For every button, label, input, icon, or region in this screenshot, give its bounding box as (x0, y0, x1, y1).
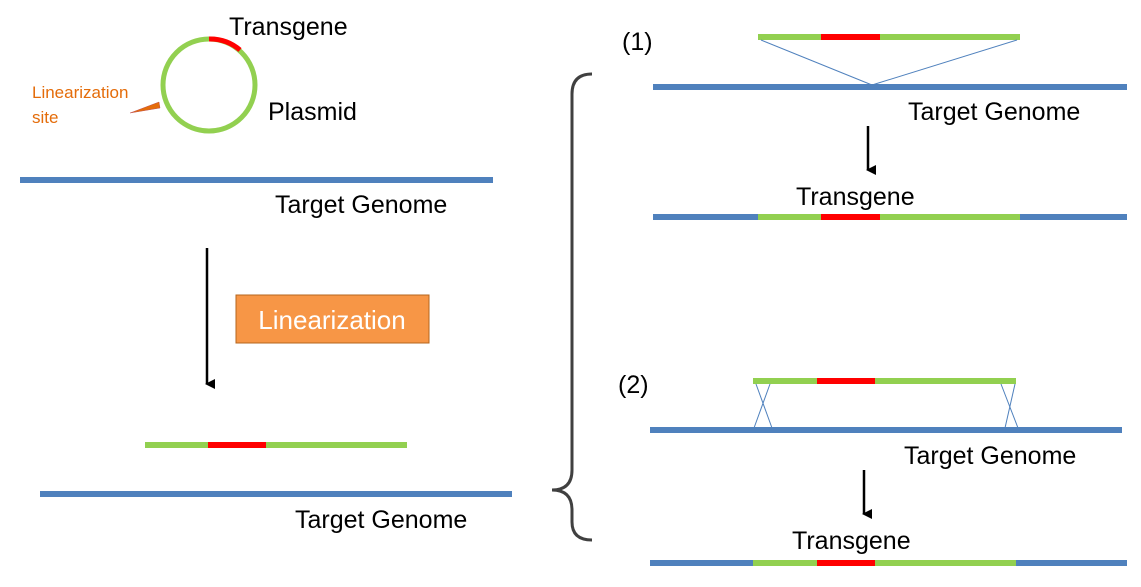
pathway-1-target-genome-label: Target Genome (908, 98, 1080, 126)
linearization-site-wedge (129, 101, 161, 114)
pathway-2-crossover-lines (753, 383, 1019, 429)
linearization-site-label-line1: Linearization (32, 83, 128, 102)
linearization-step-box: Linearization (235, 294, 430, 344)
plasmid (160, 36, 258, 134)
linearization-site-label-line2: site (32, 108, 58, 127)
pathway-1-insertion-lines (760, 39, 1018, 86)
pathway-brace (551, 72, 593, 542)
pathway-2-transgene-label: Transgene (792, 527, 911, 555)
target-genome-label-bottom-left: Target Genome (295, 506, 467, 534)
pathway-2-label: (2) (618, 371, 649, 399)
linearization-step-label: Linearization (258, 305, 405, 335)
pathway-1-transgene-label: Transgene (796, 183, 915, 211)
pathway-2-target-genome-label: Target Genome (904, 442, 1076, 470)
target-genome-label-top-left: Target Genome (275, 191, 447, 219)
plasmid-backbone (160, 36, 258, 134)
plasmid-label: Plasmid (268, 98, 357, 126)
plasmid-transgene-segment (208, 36, 242, 52)
transgene-label-plasmid: Transgene (229, 13, 348, 41)
pathway-1-label: (1) (622, 28, 653, 56)
